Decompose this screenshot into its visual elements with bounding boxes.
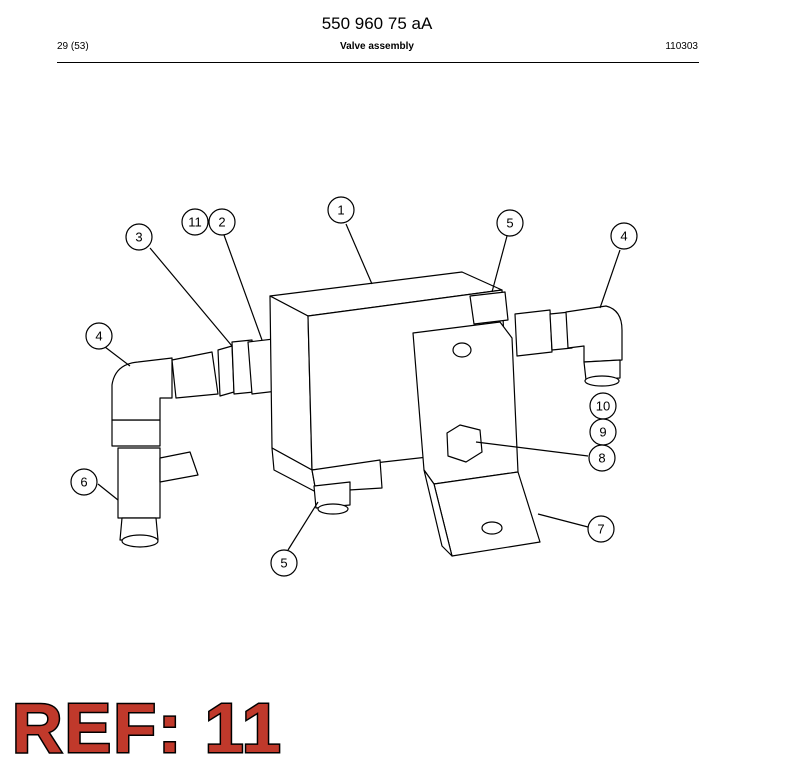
bolt (446, 424, 483, 463)
callout-11: 11 (181, 208, 209, 236)
svg-text:8: 8 (598, 451, 605, 466)
callout-5-top: 5 (496, 209, 524, 237)
tee-fitting (111, 419, 199, 548)
header-divider (57, 62, 699, 63)
date-code: 110303 (665, 41, 698, 52)
callout-6: 6 (70, 468, 98, 496)
page-number: 29 (53) (57, 41, 89, 52)
svg-text:5: 5 (280, 556, 287, 571)
document-number: 550 960 75 aA (321, 14, 433, 33)
svg-text:5: 5 (506, 216, 513, 231)
svg-text:1: 1 (337, 203, 344, 218)
page-title: Valve assembly (340, 41, 414, 52)
left-elbow (111, 351, 219, 421)
callout-5-bottom: 5 (270, 549, 298, 577)
callout-4-left: 4 (85, 322, 113, 350)
svg-text:9: 9 (599, 425, 606, 440)
leader-lines (97, 223, 621, 551)
callout-balloons: 1 11 2 3 5 4 4 10 9 8 6 7 5 (70, 196, 638, 577)
svg-text:7: 7 (597, 522, 604, 537)
ref-stamp: REF: 11 (11, 689, 283, 767)
callout-4-right: 4 (610, 222, 638, 250)
callout-3: 3 (125, 223, 153, 251)
callout-8: 8 (588, 444, 616, 472)
right-elbow (565, 305, 623, 387)
svg-text:6: 6 (80, 475, 87, 490)
svg-text:2: 2 (218, 215, 225, 230)
bottom-port (313, 481, 351, 515)
callout-10: 10 (589, 392, 617, 420)
svg-text:4: 4 (95, 329, 102, 344)
right-fittings (469, 291, 573, 357)
svg-text:3: 3 (135, 230, 142, 245)
svg-text:4: 4 (620, 229, 627, 244)
callout-1: 1 (327, 196, 355, 224)
svg-text:11: 11 (188, 215, 202, 230)
callout-9: 9 (589, 418, 617, 446)
svg-text:10: 10 (596, 399, 610, 414)
callout-7: 7 (587, 515, 615, 543)
callout-2: 2 (208, 208, 236, 236)
